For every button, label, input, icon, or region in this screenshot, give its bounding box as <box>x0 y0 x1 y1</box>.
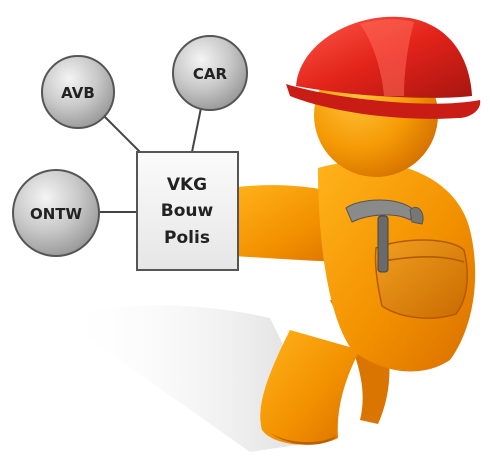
bubble-ontw: ONTW <box>13 170 99 256</box>
box-line-1: VKG <box>167 175 207 195</box>
vkg-bouw-polis-box: VKG Bouw Polis <box>137 152 238 270</box>
bubble-car-label: CAR <box>193 65 228 83</box>
tool-belt-pouch <box>375 240 467 318</box>
box-line-2: Bouw <box>161 201 214 221</box>
bubble-avb: AVB <box>42 56 114 128</box>
bubble-ontw-label: ONTW <box>30 205 83 223</box>
hard-hat-icon <box>286 17 480 119</box>
box-line-3: Polis <box>164 228 210 248</box>
bubble-avb-label: AVB <box>61 84 95 102</box>
bubble-car: CAR <box>173 36 247 110</box>
